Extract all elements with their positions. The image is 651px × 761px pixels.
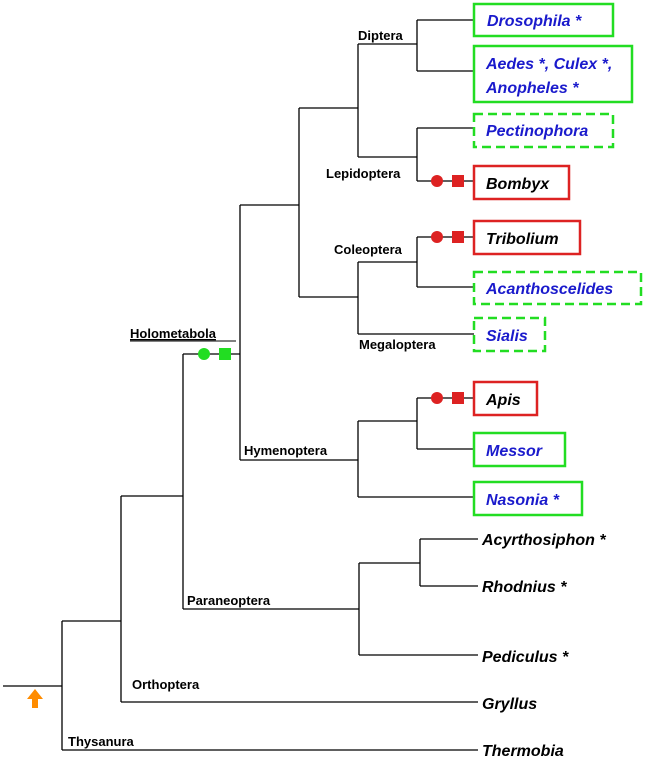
clade-megaloptera: Megaloptera xyxy=(359,337,436,352)
clade-orthoptera: Orthoptera xyxy=(132,677,200,692)
taxon-anopheles: Anopheles * xyxy=(485,80,579,97)
taxon-acyrthosiphon: Acyrthosiphon * xyxy=(481,532,606,549)
square-marker-icon xyxy=(219,348,231,360)
clade-hymenoptera: Hymenoptera xyxy=(244,443,328,458)
taxon-nasonia: Nasonia * xyxy=(486,492,560,509)
taxon-thermobia: Thermobia xyxy=(482,743,564,760)
circle-marker-icon xyxy=(431,392,443,404)
clade-paraneoptera: Paraneoptera xyxy=(187,593,271,608)
square-marker-icon xyxy=(452,175,464,187)
taxon-gryllus: Gryllus xyxy=(482,696,537,713)
taxon-apis: Apis xyxy=(485,392,521,409)
taxon-tribolium: Tribolium xyxy=(486,231,559,248)
up-arrow-icon xyxy=(27,689,43,708)
taxon-rhodnius: Rhodnius * xyxy=(482,579,567,596)
taxon-aedes-culex: Aedes *, Culex *, xyxy=(485,56,612,73)
taxon-drosophila: Drosophila * xyxy=(487,13,582,30)
clade-thysanura: Thysanura xyxy=(68,734,135,749)
taxon-boxes xyxy=(472,2,643,517)
square-marker-icon xyxy=(452,392,464,404)
taxon-pediculus: Pediculus * xyxy=(482,649,569,666)
taxon-acanthoscelides: Acanthoscelides xyxy=(485,281,613,298)
clade-diptera: Diptera xyxy=(358,28,404,43)
clade-holometabola: Holometabola xyxy=(130,326,217,341)
circle-marker-icon xyxy=(431,231,443,243)
square-marker-icon xyxy=(452,231,464,243)
taxon-messor: Messor xyxy=(486,443,543,460)
taxon-bombyx: Bombyx xyxy=(486,176,550,193)
clade-lepidoptera: Lepidoptera xyxy=(326,166,401,181)
clade-coleoptera: Coleoptera xyxy=(334,242,403,257)
circle-marker-icon xyxy=(198,348,210,360)
taxon-sialis: Sialis xyxy=(486,328,528,345)
circle-marker-icon xyxy=(431,175,443,187)
tree-branches xyxy=(3,19,478,751)
taxon-pectinophora: Pectinophora xyxy=(486,123,588,140)
